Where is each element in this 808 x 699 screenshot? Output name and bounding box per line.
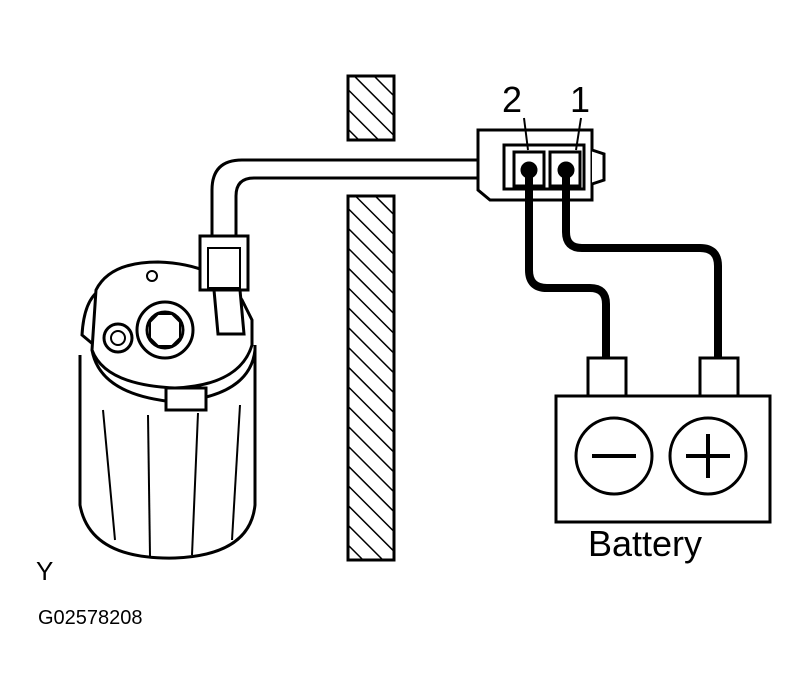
- figure-code: G02578208: [38, 607, 143, 629]
- pin-1-leader: [575, 117, 582, 151]
- terminal-1-dot: [557, 161, 575, 179]
- pump-harness: [210, 158, 478, 236]
- pin-2-leader: [523, 117, 529, 151]
- battery: [554, 356, 772, 524]
- pin-label-2: 2: [502, 79, 522, 120]
- battery-label: Battery: [588, 523, 702, 564]
- pump-connector: [476, 117, 606, 202]
- negative-lead: [525, 176, 610, 358]
- corner-label: Y: [36, 556, 53, 586]
- negative-post: [586, 356, 628, 398]
- pin-label-1: 1: [570, 79, 590, 120]
- positive-lead: [562, 176, 722, 358]
- jumper-wires: [525, 176, 722, 358]
- fuel-pump: [78, 234, 257, 560]
- positive-post: [698, 356, 740, 398]
- body-panel: [346, 74, 396, 562]
- terminal-2-dot: [520, 161, 538, 179]
